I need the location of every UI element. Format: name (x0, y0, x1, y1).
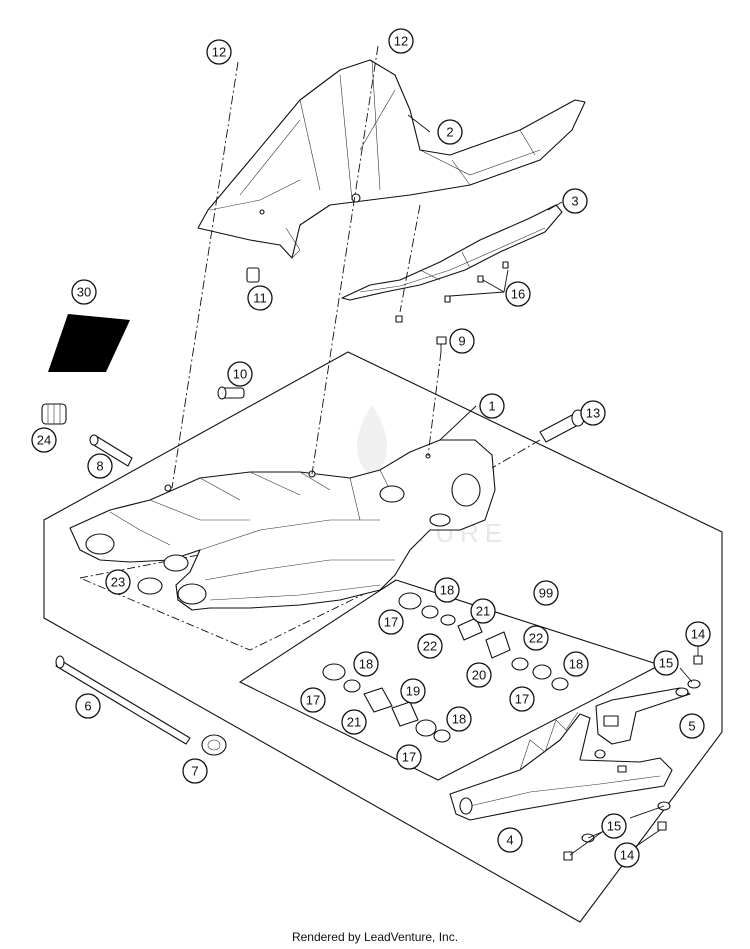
callout-99: 99 (533, 580, 559, 606)
svg-text:2: 2 (446, 125, 453, 140)
svg-text:16: 16 (511, 287, 525, 302)
callout-1: 1 (479, 393, 505, 419)
svg-text:19: 19 (406, 684, 420, 699)
callout-4: 4 (497, 827, 523, 853)
swingarm (69, 439, 496, 611)
callout-21b: 21 (341, 709, 367, 735)
svg-text:21: 21 (347, 715, 361, 730)
svg-text:21: 21 (476, 604, 490, 619)
callout-22b: 22 (523, 625, 549, 651)
callout-15a: 15 (653, 650, 679, 676)
svg-text:7: 7 (191, 764, 198, 779)
svg-text:13: 13 (586, 406, 600, 421)
bearing-kit-box (238, 579, 662, 781)
svg-text:3: 3 (571, 194, 578, 209)
svg-text:30: 30 (77, 285, 91, 300)
callout-17a: 17 (378, 609, 404, 635)
svg-text:17: 17 (384, 615, 398, 630)
callout-18b: 18 (353, 651, 379, 677)
callout-17d: 17 (396, 744, 422, 770)
svg-text:18: 18 (452, 712, 466, 727)
svg-text:12: 12 (212, 45, 226, 60)
callout-8: 8 (87, 453, 113, 479)
svg-text:24: 24 (37, 433, 51, 448)
callout-24: 24 (31, 427, 57, 453)
svg-text:12: 12 (394, 34, 408, 49)
svg-text:10: 10 (233, 367, 247, 382)
svg-text:22: 22 (423, 639, 437, 654)
chain-slider-5 (595, 687, 691, 745)
nut-24 (41, 403, 67, 425)
svg-text:1: 1 (488, 399, 495, 414)
bearing-kit-parts (322, 592, 569, 743)
callout-14b: 14 (614, 842, 640, 868)
chain-guard (341, 204, 563, 301)
svg-text:6: 6 (84, 699, 91, 714)
svg-text:14: 14 (691, 627, 705, 642)
bolt-13 (539, 409, 585, 443)
callout-18a: 18 (434, 577, 460, 603)
svg-text:5: 5 (688, 719, 695, 734)
bolt-10 (217, 386, 245, 400)
svg-text:20: 20 (472, 668, 486, 683)
callout-10: 10 (227, 361, 253, 387)
callout-12a: 12 (206, 39, 232, 65)
callout-13: 13 (580, 400, 606, 426)
svg-text:9: 9 (458, 334, 465, 349)
svg-text:15: 15 (607, 819, 621, 834)
svg-text:99: 99 (539, 586, 553, 601)
sticker-30 (48, 314, 130, 372)
callout-23: 23 (105, 569, 131, 595)
callout-22a: 22 (417, 633, 443, 659)
svg-text:17: 17 (402, 750, 416, 765)
callout-7: 7 (182, 758, 208, 784)
svg-text:18: 18 (440, 583, 454, 598)
callout-30: 30 (71, 279, 97, 305)
bushings-23 (137, 554, 189, 595)
swingarm-assembly-box (43, 351, 723, 923)
screws-16 (395, 261, 509, 323)
screw-9 (436, 336, 447, 352)
callout-2: 2 (437, 119, 463, 145)
svg-text:4: 4 (506, 833, 513, 848)
callout-5: 5 (679, 713, 705, 739)
alignment-lines (171, 45, 541, 489)
callout-15b: 15 (601, 813, 627, 839)
axle-nut-7 (201, 734, 227, 756)
footer-credit: Rendered by LeadVenture, Inc. (291, 930, 459, 944)
callout-16: 16 (505, 281, 531, 307)
callout-20: 20 (466, 662, 492, 688)
svg-text:15: 15 (659, 656, 673, 671)
callout-12b: 12 (388, 28, 414, 54)
svg-text:8: 8 (96, 459, 103, 474)
svg-text:22: 22 (529, 631, 543, 646)
svg-text:18: 18 (569, 657, 583, 672)
swingarm-axle-6 (55, 655, 191, 745)
svg-text:18: 18 (359, 657, 373, 672)
pin-8 (89, 434, 133, 467)
callout-17c: 17 (509, 686, 535, 712)
callout-18c: 18 (563, 651, 589, 677)
svg-text:17: 17 (306, 693, 320, 708)
callout-14a: 14 (685, 621, 711, 647)
callout-19: 19 (400, 678, 426, 704)
chain-guide-4 (449, 711, 673, 821)
callout-3: 3 (562, 188, 588, 214)
svg-text:17: 17 (515, 692, 529, 707)
svg-text:14: 14 (620, 848, 634, 863)
callout-9: 9 (449, 328, 475, 354)
svg-text:23: 23 (111, 575, 125, 590)
callout-11: 11 (247, 285, 273, 311)
callout-17b: 17 (300, 687, 326, 713)
svg-text:11: 11 (253, 291, 267, 306)
fasteners-14-15 (563, 655, 703, 861)
callout-18d: 18 (446, 706, 472, 732)
callout-6: 6 (75, 693, 101, 719)
callout-21a: 21 (470, 598, 496, 624)
clip-11 (246, 267, 260, 283)
